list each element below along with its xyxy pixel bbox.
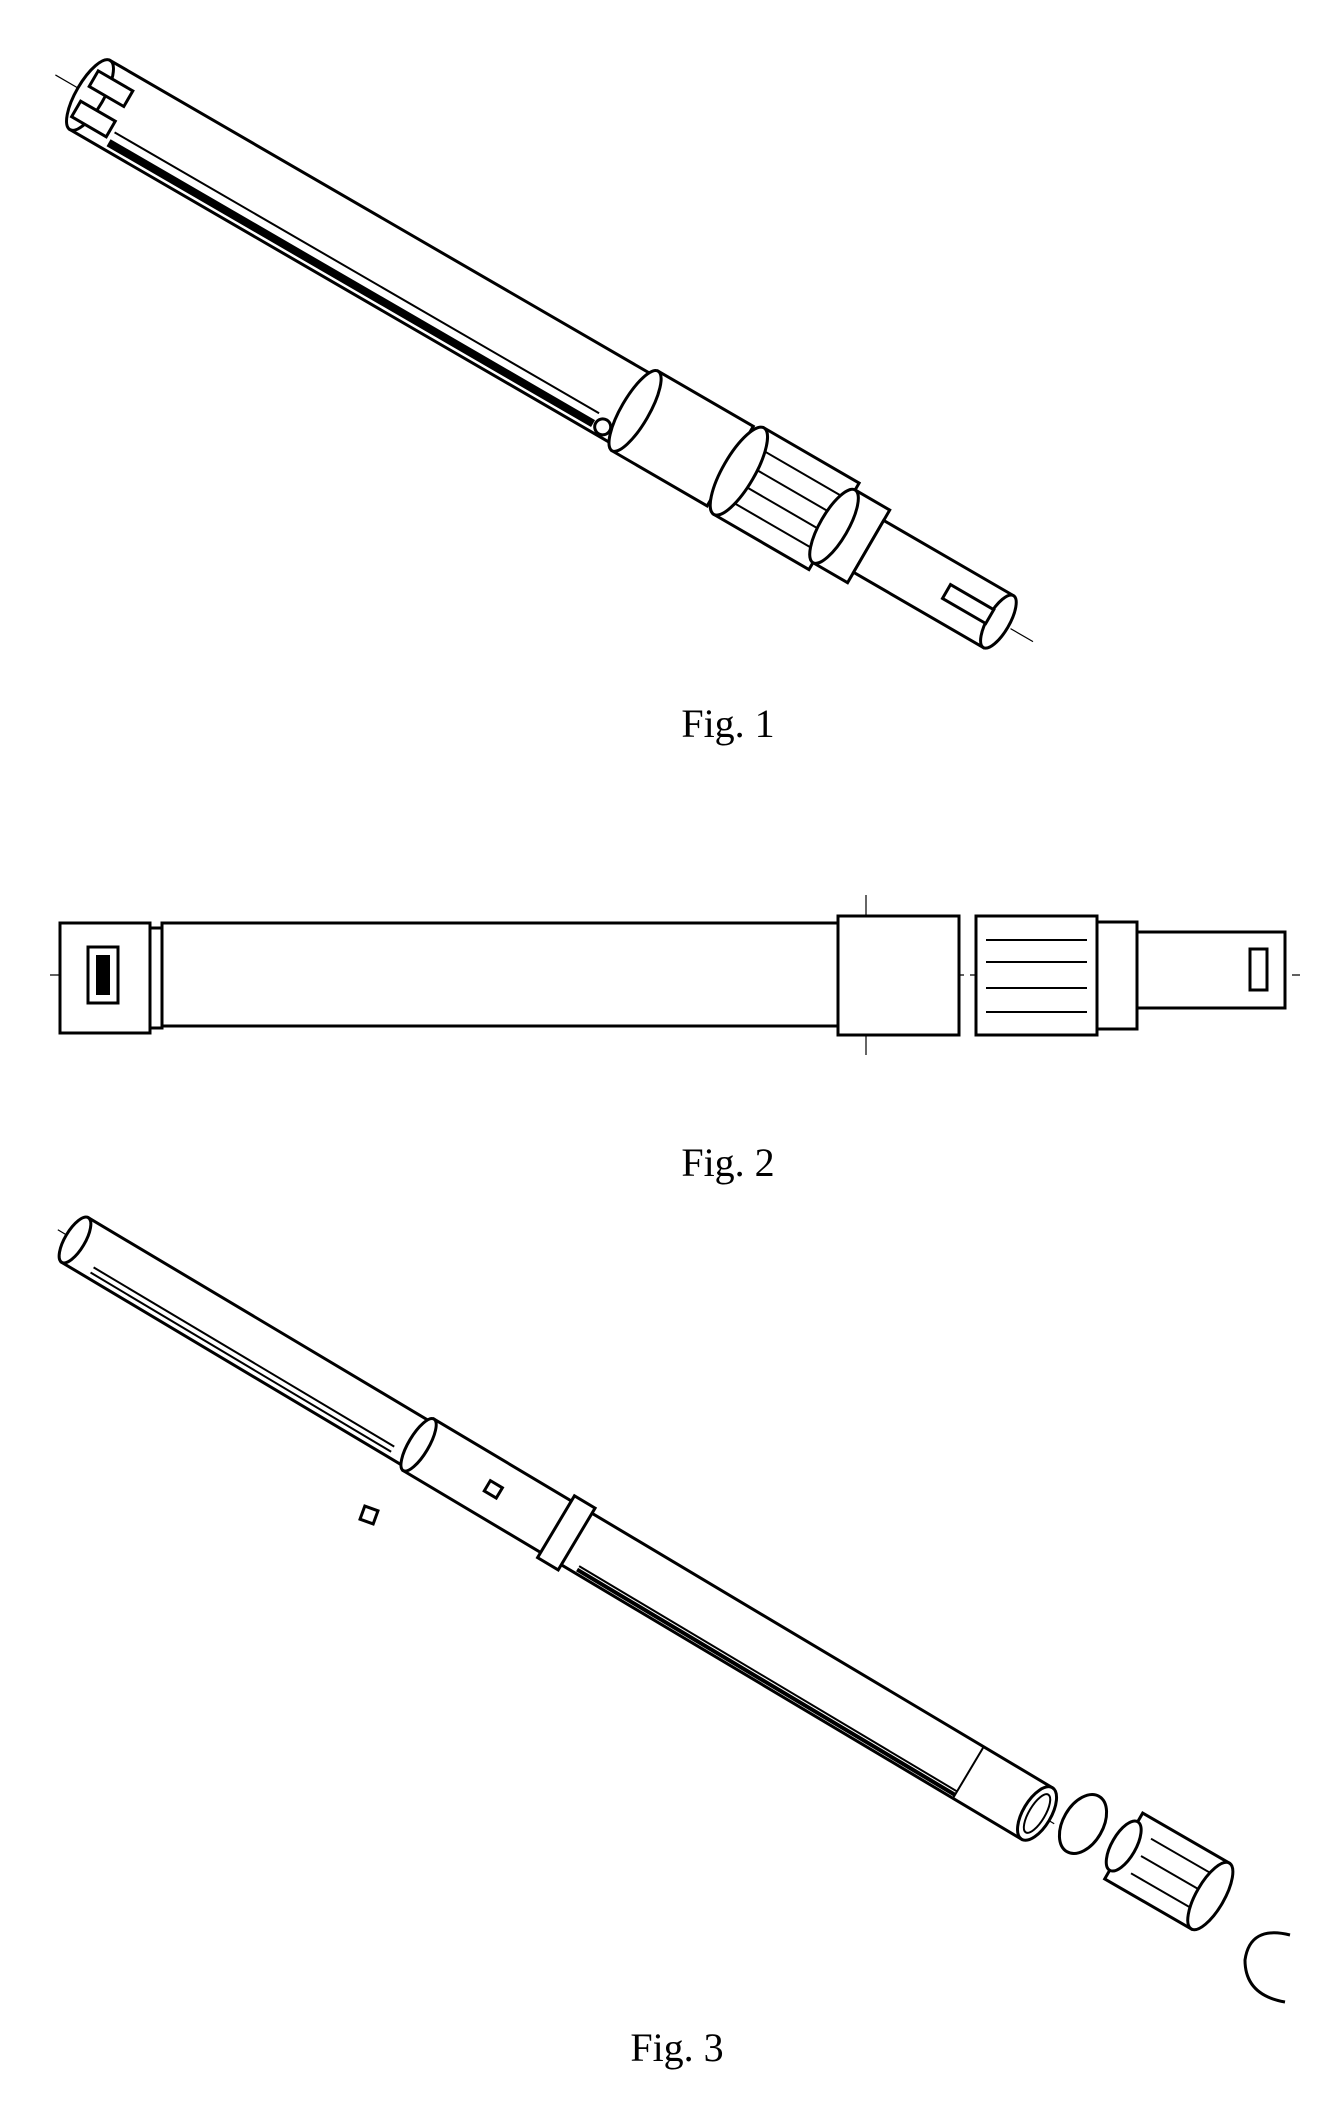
fig1-assembled-tool-drawing [55,58,1034,650]
knurl-ridges [986,939,1087,1013]
o-ring-part [1057,1793,1109,1855]
c-clip-part [1243,1931,1291,2004]
figure-2-label: Fig. 2 [681,1140,775,1185]
pin-part [358,1504,380,1526]
figure-1-label: Fig. 1 [681,701,775,746]
figure-3-label: Fig. 3 [630,2025,724,2070]
nut-part [1102,1811,1235,1932]
fig3-exploded-view-drawing [57,1215,1291,2004]
knurl-ridges [723,444,850,554]
fig2-side-view-drawing [50,895,1300,1055]
